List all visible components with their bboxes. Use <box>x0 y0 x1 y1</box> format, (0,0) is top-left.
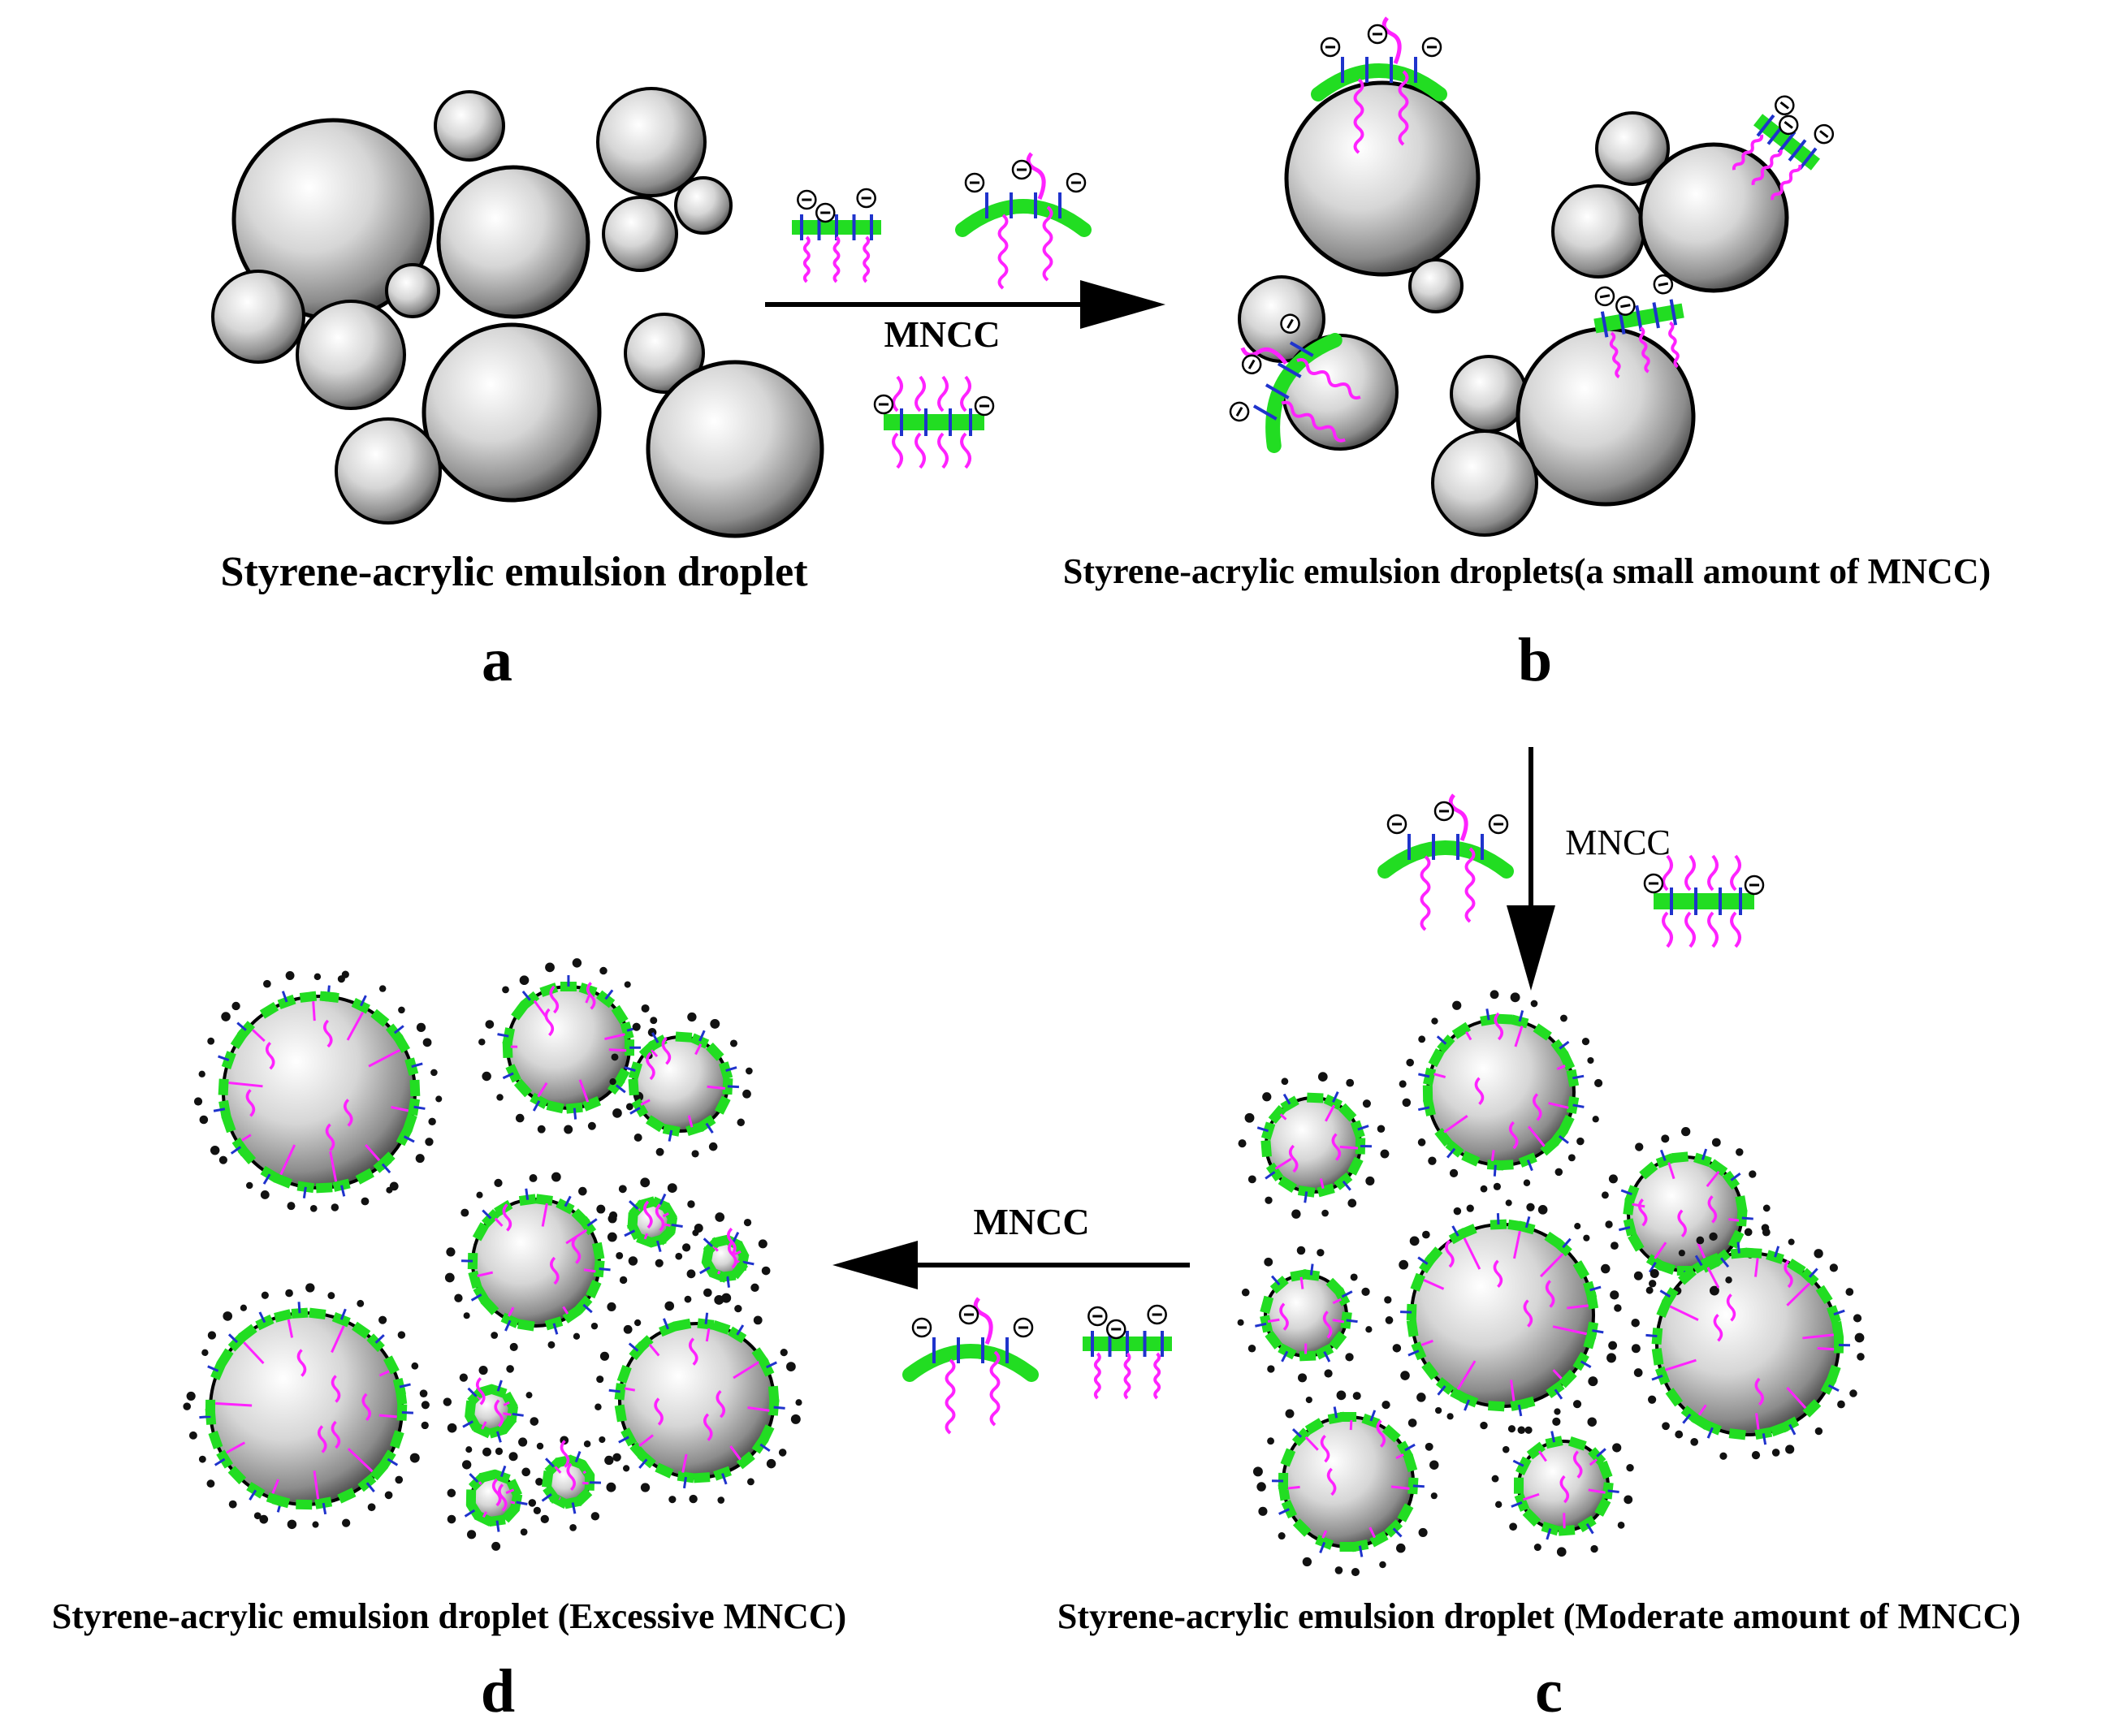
droplet-coating <box>183 1283 430 1530</box>
droplet <box>1450 355 1528 433</box>
droplet-coating <box>1399 990 1603 1193</box>
mncc-molecule <box>792 188 881 283</box>
droplet <box>211 270 305 364</box>
droplet <box>596 87 707 197</box>
droplet <box>436 165 590 319</box>
panel-d-caption: Styrene-acrylic emulsion droplet (Excess… <box>51 1596 847 1636</box>
panel-a-letter: a <box>482 626 512 694</box>
droplet-coating <box>1237 1246 1373 1383</box>
panel-a-droplets <box>211 87 824 538</box>
mncc-molecules <box>792 16 1835 1435</box>
arrow-c-to-d <box>832 1241 1190 1289</box>
droplet-coating <box>1384 1199 1622 1435</box>
droplet <box>296 300 406 410</box>
mncc-molecule <box>873 375 995 469</box>
droplet-coating <box>681 1212 771 1303</box>
panel-b-letter: b <box>1517 626 1553 694</box>
droplet-coating <box>1491 1417 1634 1557</box>
mncc-molecule <box>1593 274 1684 379</box>
arrow-b-to-c-label: MNCC <box>1565 823 1671 862</box>
droplet <box>624 313 705 394</box>
panel-b-caption: Styrene-acrylic emulsion droplets(a smal… <box>1062 551 1991 591</box>
droplet <box>1595 111 1670 186</box>
droplet <box>646 360 824 538</box>
droplet <box>602 196 678 272</box>
panel-c-letter: c <box>1535 1657 1563 1725</box>
panel-d-droplets <box>209 985 776 1522</box>
droplet-coating <box>521 1436 616 1531</box>
droplet-coating <box>443 1365 539 1455</box>
mncc-molecule <box>1311 16 1447 154</box>
panel-c-droplets <box>1264 1017 1840 1548</box>
panel-d-letter: d <box>480 1657 516 1725</box>
droplet-coating <box>444 1172 628 1351</box>
panel-b-droplets <box>1238 80 1789 537</box>
droplet-coating <box>1601 1126 1771 1296</box>
droplet <box>1638 142 1789 293</box>
droplet <box>1284 80 1481 277</box>
panel-a-caption: Styrene-acrylic emulsion droplet <box>220 549 808 595</box>
mncc-molecule <box>1377 793 1514 931</box>
droplet <box>434 90 505 162</box>
droplet <box>1516 326 1696 507</box>
mncc-molecule <box>1083 1304 1172 1400</box>
mncc-molecule <box>1229 313 1361 453</box>
droplet-coating <box>447 1447 543 1551</box>
droplet <box>1551 184 1645 279</box>
mncc-molecule <box>1643 854 1765 948</box>
droplet-coating <box>193 970 443 1212</box>
arrow-a-to-b <box>765 280 1165 329</box>
droplet-coating <box>1252 1390 1439 1577</box>
droplet <box>1431 430 1538 537</box>
droplet-coating <box>607 1177 699 1267</box>
droplet-coating <box>609 1012 753 1158</box>
droplet-coating <box>1631 1228 1865 1460</box>
droplet <box>674 176 733 235</box>
droplet <box>385 263 440 318</box>
arrow-b-to-c <box>1507 747 1555 991</box>
mncc-molecule <box>1732 95 1835 201</box>
mncc-coatings <box>183 958 1865 1577</box>
mncc-molecule <box>902 1297 1039 1435</box>
panel-c-caption: Styrene-acrylic emulsion droplet (Modera… <box>1057 1596 2021 1636</box>
mncc-molecule <box>955 152 1092 290</box>
droplet-coating <box>595 1295 802 1504</box>
arrow-a-to-b-label: MNCC <box>884 313 1001 355</box>
droplet-coating <box>478 958 657 1134</box>
droplet <box>422 322 602 503</box>
droplet <box>335 417 442 525</box>
arrow-c-to-d-label: MNCC <box>973 1201 1090 1242</box>
droplet <box>1408 258 1464 313</box>
droplet-coating <box>1238 1072 1390 1219</box>
